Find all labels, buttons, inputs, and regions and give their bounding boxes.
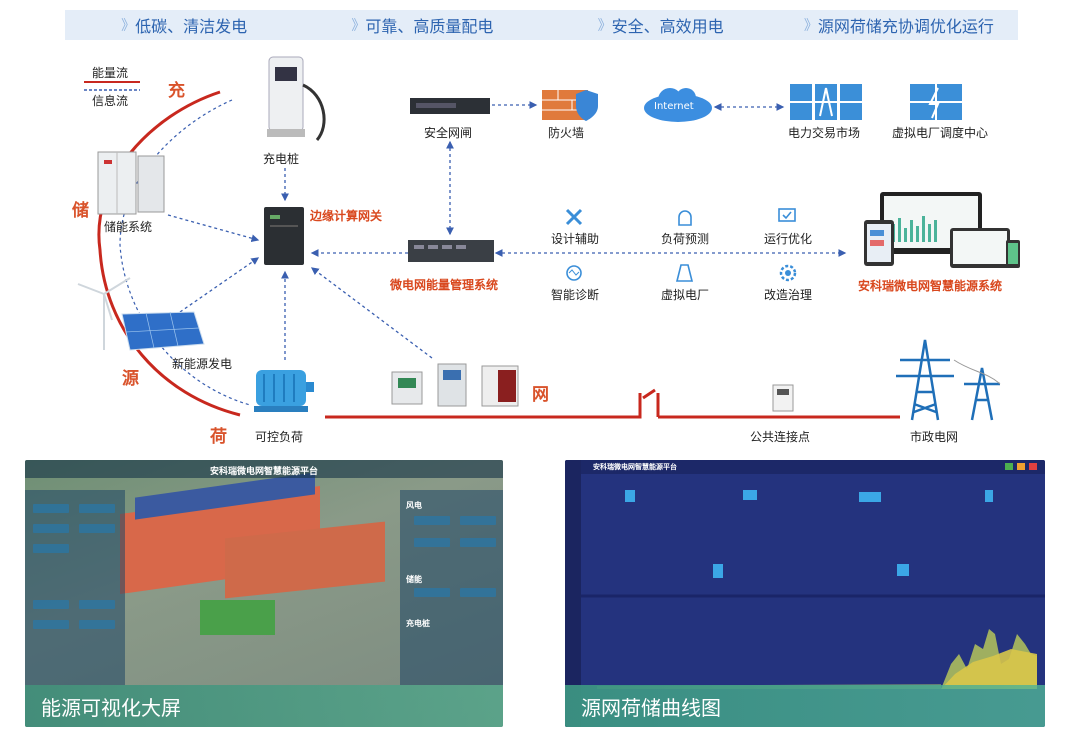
ems-label: 微电网能量管理系统 <box>390 278 499 292</box>
right-stats-panel: 风电 储能 充电桩 <box>400 490 503 685</box>
ems-server-icon <box>408 240 494 262</box>
storage-label: 储能系统 <box>104 220 153 234</box>
smart-energy-system-label: 安科瑞微电网智慧能源系统 <box>858 279 1003 293</box>
alarm-light-icon <box>678 210 692 226</box>
charger-node-icon <box>713 564 723 578</box>
power-plant-icon <box>675 264 694 282</box>
feature-design-assist: 设计辅助 <box>540 207 610 247</box>
edge-gateway-icon <box>264 207 304 265</box>
panel-heading: 充电桩 <box>406 619 430 628</box>
feature-label: 改造治理 <box>763 288 812 302</box>
charger-label: 充电桩 <box>263 152 300 166</box>
controllable-load-motor-icon <box>254 370 314 412</box>
vpp-center-label: 虚拟电厂调度中心 <box>892 126 989 140</box>
gear-icon <box>779 264 797 282</box>
ring-label-source: 源 <box>122 369 139 389</box>
gateway-label: 边缘计算网关 <box>310 209 383 223</box>
security-gateway-icon <box>410 98 490 114</box>
security-gateway-label: 安全网闸 <box>424 126 473 140</box>
screen-sidebar <box>565 460 581 727</box>
utility-grid-label: 市政电网 <box>910 430 959 444</box>
slogan-text: 低碳、清洁发电 <box>135 17 248 36</box>
panel-heading: 储能 <box>406 575 422 584</box>
wind-node-icon <box>985 490 993 502</box>
curve-screen-preview: 安科瑞微电网智慧能源平台 源网荷储曲线图 <box>565 460 1045 727</box>
slogan-banner: 》低碳、清洁发电 》可靠、高质量配电 》安全、高效用电 》源网荷储充协调优化运行 <box>65 10 1018 40</box>
slogan-4: 》源网荷储充协调优化运行 <box>780 13 1018 37</box>
screen-header <box>25 460 503 478</box>
feature-operation-optimize: 运行优化 <box>753 207 823 247</box>
panel-heading: 风电 <box>406 501 422 510</box>
screen-title: 安科瑞微电网智慧能源平台 <box>209 467 318 477</box>
pcc-label: 公共连接点 <box>750 430 811 444</box>
feature-label: 运行优化 <box>763 232 812 246</box>
screen-title: 安科瑞微电网智慧能源平台 <box>593 463 677 471</box>
feature-load-forecast: 负荷预测 <box>650 207 720 247</box>
screen-header <box>581 460 1045 474</box>
flow-lines <box>84 81 900 419</box>
feature-retrofit-governance: 改造治理 <box>753 263 823 303</box>
feature-label: 虚拟电厂 <box>660 288 709 302</box>
left-stats-panel <box>25 490 125 685</box>
screen-caption: 能源可视化大屏 <box>25 685 503 727</box>
slogan-text: 源网荷储充协调优化运行 <box>817 17 994 36</box>
power-market-icon <box>790 84 862 120</box>
feature-smart-diagnosis: 智能诊断 <box>540 263 610 303</box>
vpp-dispatch-center-icon <box>910 84 962 120</box>
renewable-generation-icon <box>77 277 205 351</box>
energy-bus <box>325 388 900 419</box>
feature-label: 智能诊断 <box>550 288 599 302</box>
ring-label-charge: 充 <box>168 81 185 101</box>
energy-ring <box>97 90 241 417</box>
ring-label-load: 荷 <box>210 427 227 447</box>
info-ring <box>119 99 251 406</box>
charging-pile-icon <box>267 56 326 141</box>
load-label: 可控负荷 <box>255 430 304 444</box>
feature-virtual-power-plant: 虚拟电厂 <box>650 263 720 303</box>
pv-node-icon <box>625 490 635 502</box>
legend-energy-flow: 能量流 <box>92 66 129 80</box>
internet-cloud-icon <box>644 88 712 122</box>
protection-meters-icon <box>391 363 519 407</box>
slogan-text: 可靠、高质量配电 <box>365 17 494 36</box>
storage-node-icon <box>859 492 881 502</box>
renewable-label: 新能源发电 <box>172 357 233 371</box>
slogan-1: 》低碳、清洁发电 <box>65 13 303 37</box>
diagnosis-wave-icon <box>566 265 582 281</box>
ruler-pencil-icon <box>565 208 583 226</box>
grid-node-icon <box>743 490 757 500</box>
market-label: 电力交易市场 <box>788 126 861 140</box>
pcc-meter-icon <box>772 384 794 412</box>
firewall-icon <box>542 90 598 121</box>
screen-caption: 源网荷储曲线图 <box>565 685 1045 727</box>
load-node-icon <box>897 564 909 576</box>
firewall-label: 防火墙 <box>548 126 585 140</box>
slogan-text: 安全、高效用电 <box>611 17 724 36</box>
monitor-check-icon <box>778 208 796 222</box>
energy-storage-icon <box>97 151 165 215</box>
visualization-screen-preview: 安科瑞微电网智慧能源平台 风电 储能 充电桩 能源可视化大屏 <box>25 460 503 727</box>
smart-energy-system-devices-icon <box>864 192 1020 268</box>
sports-field <box>200 600 275 635</box>
ring-label-grid: 网 <box>532 385 549 405</box>
legend-info-flow: 信息流 <box>92 94 129 108</box>
slogan-3: 》安全、高效用电 <box>542 13 780 37</box>
feature-label: 设计辅助 <box>550 232 599 246</box>
ring-label-store: 储 <box>72 201 89 221</box>
slogan-2: 》可靠、高质量配电 <box>303 13 541 37</box>
internet-label: Internet <box>654 101 694 112</box>
feature-label: 负荷预测 <box>660 232 709 246</box>
utility-grid-tower-icon <box>896 339 1001 421</box>
